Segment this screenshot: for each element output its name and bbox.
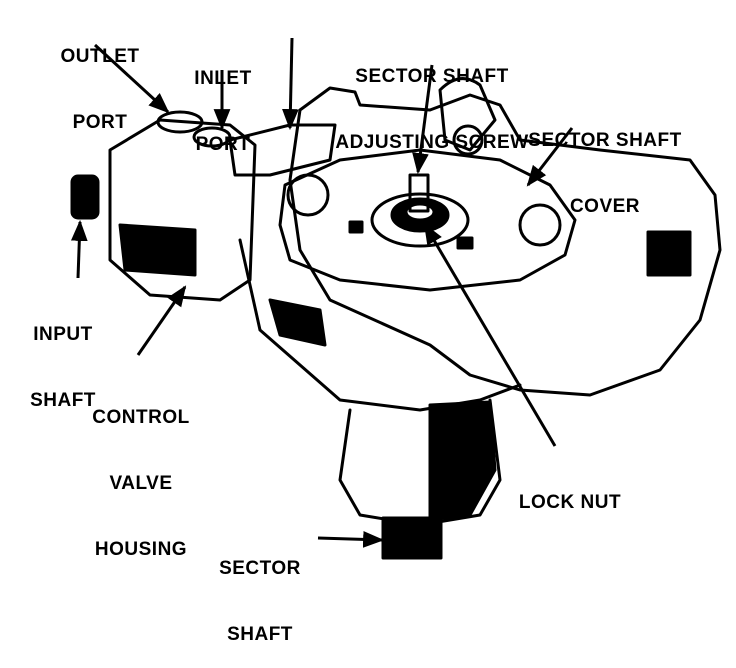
cover-bolt-right xyxy=(518,203,562,247)
sector-shaft-line-1: SECTOR xyxy=(219,558,301,579)
input-shaft-line-1: INPUT xyxy=(33,324,93,345)
control-valve-line-2: VALVE xyxy=(109,473,173,494)
sector-shaft-line-2: SHAFT xyxy=(227,624,293,645)
leader-outlet-port xyxy=(93,43,170,114)
leader-shaft-cover xyxy=(526,127,574,187)
inlet-port-label: INLET PORT xyxy=(178,24,268,178)
shaft-cover-line-1: SECTOR SHAFT xyxy=(528,130,682,151)
steering-gear-diagram: OUTLET PORT INLET PORT SECTOR SHAFT ADJU… xyxy=(18,2,722,645)
control-valve-line-3: HOUSING xyxy=(94,539,188,560)
lock-nut-line-1: LOCK NUT xyxy=(518,492,622,513)
adjusting-screw-line-1: SECTOR SHAFT xyxy=(355,66,509,87)
adjusting-screw-shank xyxy=(408,173,430,213)
adjusting-screw-line-2: ADJUSTING SCREW xyxy=(335,132,529,153)
lock-nut-label: LOCK NUT xyxy=(505,448,635,536)
outlet-port-label: OUTLET PORT xyxy=(55,2,145,156)
lower-body-block xyxy=(268,298,327,347)
housing-window xyxy=(646,230,692,277)
steering-gear-drawing xyxy=(70,37,722,560)
cover-bolt-left xyxy=(286,173,330,217)
cover-bolt-top xyxy=(452,124,484,156)
leader-inlet-port-2 xyxy=(282,37,299,131)
sector-shaft-label: SECTOR SHAFT xyxy=(210,514,310,668)
shaft-cover-label: SECTOR SHAFT COVER xyxy=(510,86,700,240)
gear-housing-body xyxy=(288,86,722,397)
control-valve-housing-label: CONTROL VALVE HOUSING xyxy=(76,363,206,583)
outlet-port-line-1: OUTLET xyxy=(60,46,140,67)
cover-slot-1 xyxy=(348,220,364,234)
sector-shaft-spline xyxy=(381,516,443,560)
input-shaft-label: INPUT SHAFT xyxy=(18,280,108,434)
lower-body xyxy=(238,238,522,412)
valve-housing-block xyxy=(118,223,197,277)
inlet-port-line-2: PORT xyxy=(195,134,251,155)
control-valve-line-1: CONTROL xyxy=(92,407,190,428)
mounting-lug xyxy=(438,77,497,152)
adjusting-screw-label: SECTOR SHAFT ADJUSTING SCREW xyxy=(322,22,542,176)
cover-slot-2 xyxy=(456,236,474,250)
input-shaft-line-2: SHAFT xyxy=(30,390,96,411)
outlet-port-boss xyxy=(156,110,204,134)
input-shaft-end xyxy=(70,174,100,220)
sector-shaft-column-shadow xyxy=(428,400,497,522)
leader-lock-nut xyxy=(423,223,557,447)
outlet-port-line-2: PORT xyxy=(72,112,128,133)
adjuster-base xyxy=(370,192,470,248)
leader-adjusting-screw xyxy=(412,64,434,175)
inlet-port-line-1: INLET xyxy=(194,68,252,89)
shaft-cover-line-2: COVER xyxy=(569,196,641,217)
inlet-port-boss xyxy=(192,126,232,148)
leader-sector-shaft xyxy=(317,531,385,548)
leader-control-valve xyxy=(136,285,187,356)
leader-input-shaft xyxy=(70,219,88,279)
